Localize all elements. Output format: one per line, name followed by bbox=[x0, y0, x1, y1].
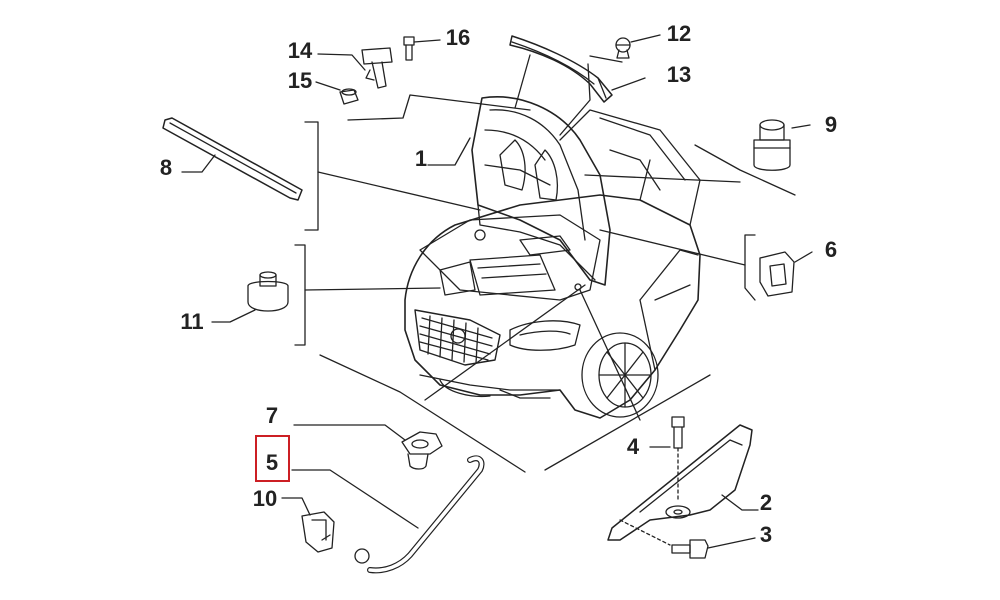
callout-14[interactable]: 14 bbox=[287, 38, 313, 63]
part-2-hinge[interactable] bbox=[607, 424, 753, 546]
callout-3[interactable]: 3 bbox=[759, 522, 773, 547]
part-3-bolt[interactable] bbox=[671, 539, 709, 559]
callout-9[interactable]: 9 bbox=[824, 112, 838, 137]
leader-9b bbox=[694, 144, 796, 196]
part-6-clip[interactable] bbox=[759, 251, 795, 297]
leader-8 bbox=[181, 154, 216, 173]
leader-12b bbox=[589, 55, 623, 63]
leader-13c bbox=[559, 63, 591, 136]
callout-7[interactable]: 7 bbox=[265, 403, 279, 428]
leader-9 bbox=[791, 124, 811, 129]
part-8-rail[interactable] bbox=[162, 117, 303, 201]
leader-15 bbox=[315, 81, 341, 91]
callout-10[interactable]: 10 bbox=[252, 486, 278, 511]
part-13-seal[interactable] bbox=[509, 35, 613, 103]
callout-5[interactable]: 5 bbox=[265, 450, 279, 475]
leader-16-15 bbox=[347, 94, 531, 121]
callout-4[interactable]: 4 bbox=[626, 434, 640, 459]
bracket-6 bbox=[744, 234, 756, 301]
leader-7 bbox=[293, 424, 406, 441]
leader-lower-right bbox=[544, 374, 711, 471]
callout-15[interactable]: 15 bbox=[287, 68, 313, 93]
part-9-bumpstop[interactable] bbox=[753, 119, 791, 171]
leader-11b bbox=[304, 287, 441, 291]
callout-16[interactable]: 16 bbox=[445, 25, 471, 50]
leader-12 bbox=[630, 34, 661, 43]
bracket-11 bbox=[294, 244, 306, 346]
callout-6[interactable]: 6 bbox=[824, 237, 838, 262]
part-14-bracket[interactable] bbox=[361, 47, 393, 89]
leader-5 bbox=[424, 284, 586, 401]
leader-2-4 bbox=[579, 289, 641, 421]
part-5-prop-rod[interactable] bbox=[354, 455, 485, 574]
leader-6 bbox=[794, 251, 813, 263]
leader-9c bbox=[584, 174, 741, 183]
leader-14 bbox=[317, 53, 366, 71]
part-15-nut[interactable] bbox=[339, 88, 359, 105]
leader-10 bbox=[281, 497, 311, 516]
leader-16 bbox=[413, 39, 441, 43]
part-11-buffer[interactable] bbox=[247, 271, 289, 312]
leader-11 bbox=[211, 309, 256, 323]
leader-2 bbox=[721, 494, 759, 511]
callout-11[interactable]: 11 bbox=[180, 309, 204, 334]
leader-1 bbox=[427, 137, 471, 166]
leader-6b bbox=[599, 229, 746, 266]
callout-2[interactable]: 2 bbox=[759, 490, 773, 515]
part-12-screw[interactable] bbox=[615, 37, 631, 59]
callout-8[interactable]: 8 bbox=[159, 155, 173, 180]
part-10-latch[interactable] bbox=[301, 511, 335, 553]
bracket-8 bbox=[304, 121, 319, 231]
part-4-bolt[interactable] bbox=[671, 416, 685, 501]
car-illustration bbox=[404, 96, 701, 419]
part-16-bolt[interactable] bbox=[403, 36, 415, 61]
callout-12[interactable]: 12 bbox=[666, 21, 692, 46]
leader-lower-left bbox=[319, 354, 526, 473]
leader-13b bbox=[514, 54, 531, 109]
leader-3 bbox=[707, 537, 756, 549]
leader-13 bbox=[611, 77, 646, 91]
callout-1[interactable]: 1 bbox=[414, 146, 428, 171]
part-7-clip[interactable] bbox=[401, 431, 443, 470]
callout-13[interactable]: 13 bbox=[666, 62, 692, 87]
leader-8b bbox=[317, 171, 481, 211]
leader-5-part bbox=[291, 469, 419, 529]
